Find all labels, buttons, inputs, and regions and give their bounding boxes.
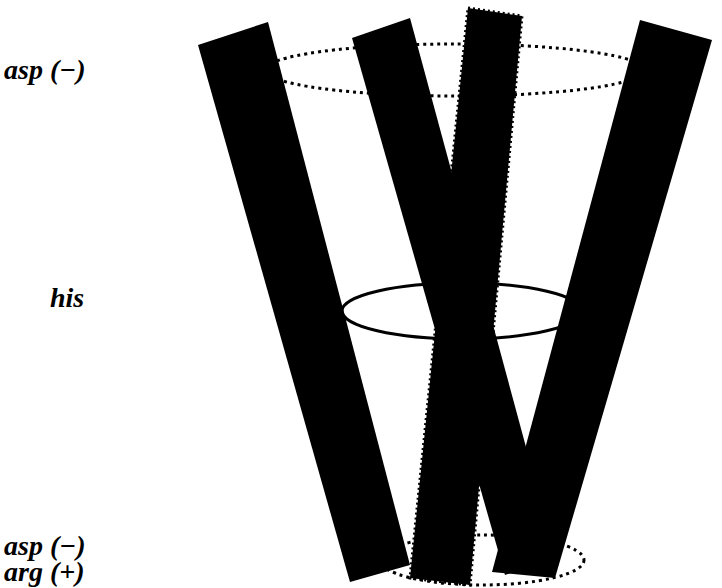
residue-label: asp (−) xyxy=(4,56,86,84)
helix-bar xyxy=(492,20,712,578)
dotted-ring xyxy=(265,44,645,96)
residue-label: arg (+) xyxy=(4,558,85,586)
residue-label: asp (−) xyxy=(4,532,86,560)
residue-label: his xyxy=(50,284,84,312)
helix-bar-dotted xyxy=(410,8,522,585)
